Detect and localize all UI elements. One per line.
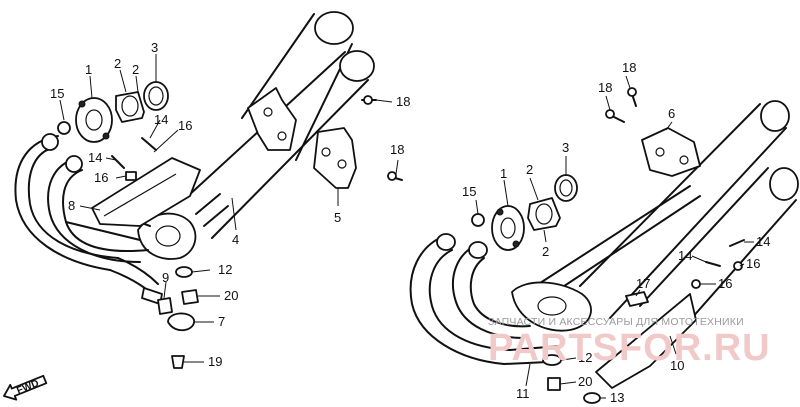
watermark: ЗАПЧАСТИ И АКСЕССУАРЫ ДЛЯ МОТОТЕХНИКИ PA… [488, 316, 771, 369]
callout-17: 17 [636, 276, 650, 291]
callout-14: 14 [88, 150, 102, 165]
right-nut-13 [583, 392, 601, 404]
left-flange-nut [57, 121, 71, 135]
callout-15: 15 [50, 86, 64, 101]
callout-8: 8 [68, 198, 75, 213]
callout-2: 2 [132, 62, 139, 77]
callout-10: 10 [670, 358, 684, 373]
callout-labels: 1 2 2 3 15 14 16 14 16 8 4 9 12 20 7 19 … [50, 40, 770, 405]
right-lower-muffler [639, 167, 799, 337]
callout-12: 12 [578, 350, 592, 365]
right-upper-muffler [579, 100, 790, 319]
callout-20: 20 [224, 288, 238, 303]
right-nut-16b [691, 279, 701, 289]
callout-16: 16 [746, 256, 760, 271]
left-exhaust-collar [115, 91, 145, 123]
callout-18: 18 [598, 80, 612, 95]
callout-15: 15 [462, 184, 476, 199]
watermark-logo: PARTSFOR.RU [488, 327, 771, 369]
callout-11: 11 [516, 386, 530, 401]
right-flange-nut [471, 213, 485, 227]
right-exhaust-collar [527, 197, 561, 231]
left-clamp-7 [167, 312, 195, 332]
callout-18: 18 [622, 60, 636, 75]
callout-16: 16 [178, 118, 192, 133]
callout-1: 1 [500, 166, 507, 181]
callout-1: 1 [85, 62, 92, 77]
left-bolt-14b [111, 155, 125, 169]
callout-4: 4 [232, 232, 239, 247]
right-washer-12 [542, 354, 562, 366]
left-bolt-20 [181, 289, 199, 305]
callout-2: 2 [114, 56, 121, 71]
callout-19: 19 [208, 354, 222, 369]
right-bolt-14b [705, 261, 721, 267]
left-nut-16 [125, 171, 137, 181]
callout-16: 16 [94, 170, 108, 185]
callout-2: 2 [526, 162, 533, 177]
left-washer-12 [175, 266, 193, 278]
fwd-label: FWD [15, 378, 40, 397]
callout-5: 5 [334, 210, 341, 225]
callout-13: 13 [610, 390, 624, 405]
callout-9: 9 [162, 270, 169, 285]
callout-14: 14 [678, 248, 692, 263]
callout-3: 3 [562, 140, 569, 155]
right-heat-shield [595, 293, 697, 389]
right-nut-16a [733, 261, 743, 271]
left-rubber-9 [157, 297, 173, 315]
left-muffler-bracket [247, 87, 297, 151]
callout-20: 20 [578, 374, 592, 389]
right-bolt-20 [547, 377, 561, 391]
left-exhaust-assembly [14, 11, 375, 369]
callout-18: 18 [390, 142, 404, 157]
right-exhaust-pipes [409, 233, 561, 365]
right-muffler-bracket [641, 127, 701, 177]
right-bolt-14a [729, 239, 745, 247]
leader-lines [59, 54, 754, 399]
right-exhaust-gasket [554, 174, 578, 202]
left-exhaust-flange [75, 97, 113, 143]
callout-3: 3 [151, 40, 158, 55]
callout-16: 16 [718, 276, 732, 291]
right-collector-joint [511, 281, 592, 332]
callout-14: 14 [756, 234, 770, 249]
left-bolt-19 [171, 355, 185, 369]
callout-12: 12 [218, 262, 232, 277]
callout-6: 6 [668, 106, 675, 121]
left-exhaust-gasket [143, 81, 169, 111]
watermark-tagline: ЗАПЧАСТИ И АКСЕССУАРЫ ДЛЯ МОТОТЕХНИКИ [488, 316, 744, 328]
callout-7: 7 [218, 314, 225, 329]
left-bolt-14a [141, 137, 157, 151]
callout-18: 18 [396, 94, 410, 109]
center-bracket-5 [313, 127, 357, 189]
fwd-direction-arrow: FWD [3, 374, 48, 401]
callout-14: 14 [154, 112, 168, 127]
left-exhaust-pipes [14, 133, 163, 305]
right-exhaust-flange [491, 205, 525, 251]
right-exhaust-assembly [409, 87, 799, 404]
left-muffler-band [195, 193, 229, 227]
left-collector-joint [137, 212, 197, 260]
callout-2: 2 [542, 244, 549, 259]
